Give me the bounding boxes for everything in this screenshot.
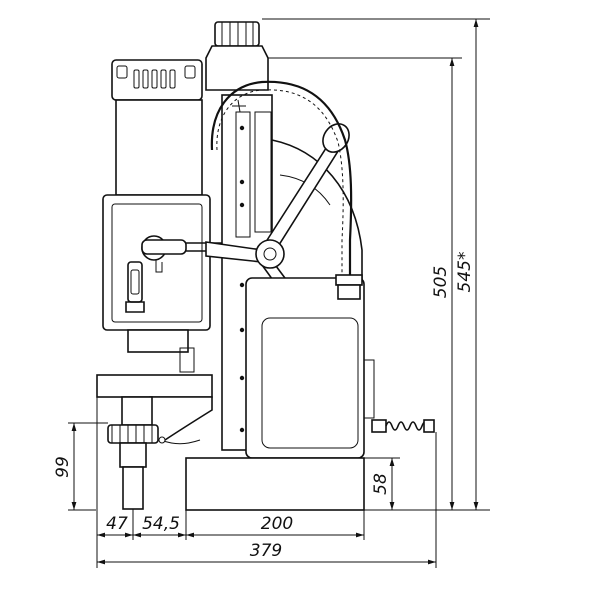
dim-label-545: 545* bbox=[455, 252, 475, 293]
magnetic-base-unit bbox=[245, 277, 375, 459]
dim-label-379: 379 bbox=[250, 541, 282, 561]
gear-selector-knob bbox=[125, 261, 145, 313]
column-screws bbox=[239, 125, 245, 433]
dim-label-54-5: 54,5 bbox=[142, 514, 180, 534]
side-cover bbox=[271, 139, 363, 301]
dim-label-200: 200 bbox=[261, 514, 293, 534]
drill-body bbox=[96, 21, 435, 511]
coolant-hose bbox=[210, 80, 353, 275]
dim-label-505: 505 bbox=[431, 266, 451, 298]
motor-body bbox=[115, 99, 203, 196]
dim-label-47: 47 bbox=[106, 514, 128, 534]
base-plate bbox=[185, 457, 365, 511]
dimension-lines bbox=[68, 18, 490, 568]
power-cable-spring bbox=[371, 419, 435, 433]
dim-label-58: 58 bbox=[371, 473, 391, 495]
depth-lever bbox=[141, 235, 223, 273]
vent-slots bbox=[116, 65, 196, 89]
spindle-arm bbox=[96, 374, 213, 445]
dim-label-99: 99 bbox=[53, 456, 73, 478]
coolant-bottle bbox=[205, 21, 269, 91]
spindle-arbor bbox=[107, 396, 166, 510]
